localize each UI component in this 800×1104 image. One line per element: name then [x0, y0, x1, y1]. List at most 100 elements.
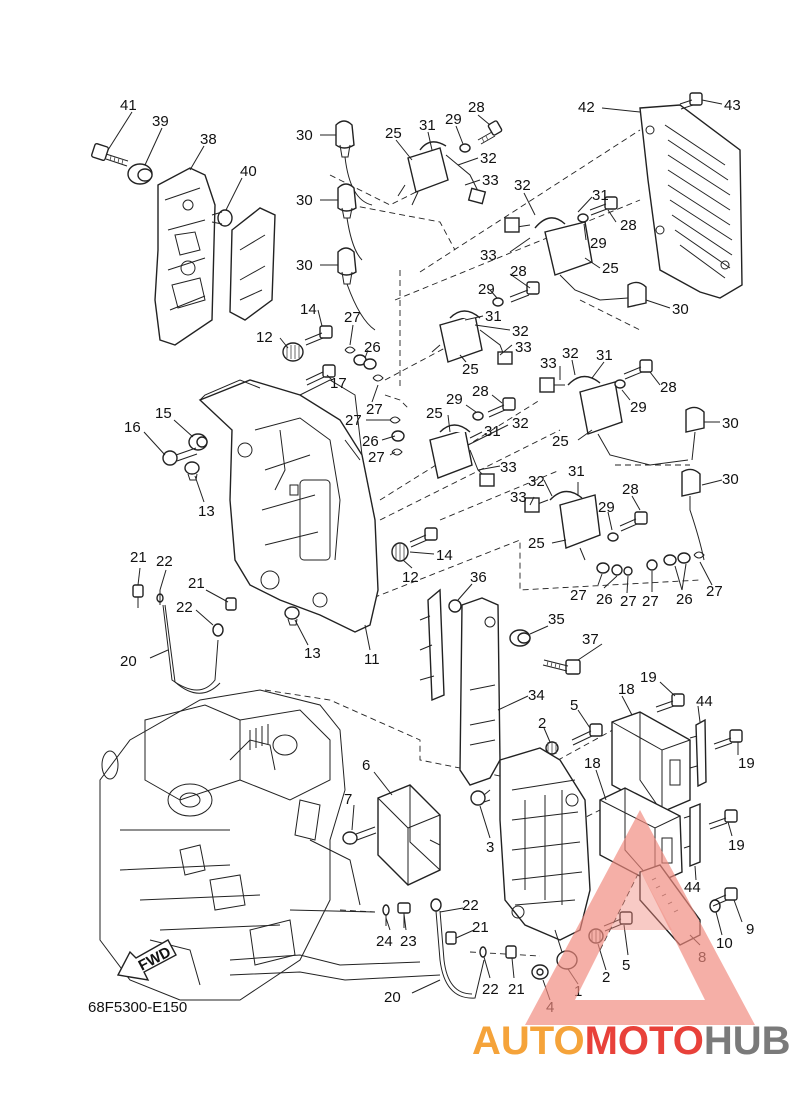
clamp-26b [391, 430, 405, 442]
washer-29e [472, 411, 484, 421]
bolt-14a [304, 325, 333, 346]
callout-33: 33 [510, 489, 527, 506]
callout-44: 44 [684, 879, 701, 896]
watermark-hub: HUB [704, 1019, 791, 1063]
callout-21: 21 [188, 575, 205, 592]
grommet-12b [391, 542, 409, 562]
callout-26: 26 [362, 433, 379, 450]
ground-lead-20b [430, 898, 517, 999]
grommet-13b [284, 606, 300, 626]
leader-lines [107, 99, 743, 1001]
callout-13: 13 [198, 503, 215, 520]
callout-25: 25 [426, 405, 443, 422]
callout-5: 5 [622, 957, 630, 974]
bolt-19c [708, 809, 738, 830]
callout-23: 23 [400, 933, 417, 950]
washer-29a [459, 143, 471, 153]
bracket-34 [459, 597, 501, 786]
bolt-19a [655, 693, 685, 713]
callout-18: 18 [618, 681, 635, 698]
clamp-row-26-27 [596, 551, 705, 576]
callout-22: 22 [156, 553, 173, 570]
callout-25: 25 [385, 125, 402, 142]
ecu-18a [611, 711, 691, 813]
callout-27: 27 [368, 449, 385, 466]
clip-24 [382, 904, 390, 926]
grommet-3 [470, 789, 491, 806]
collar-15 [188, 433, 208, 451]
callout-42: 42 [578, 99, 595, 116]
callout-28: 28 [660, 379, 677, 396]
fwd-arrow [116, 939, 177, 981]
callout-25: 25 [552, 433, 569, 450]
callout-12: 12 [402, 569, 419, 586]
callout-31: 31 [484, 423, 501, 440]
callout-10: 10 [716, 935, 733, 952]
callout-29: 29 [478, 281, 495, 298]
bracket-11 [198, 379, 379, 633]
callout-27: 27 [620, 593, 637, 610]
callout-33: 33 [480, 247, 497, 264]
ignition-coil-25a [397, 141, 487, 206]
callout-32: 32 [512, 323, 529, 340]
callout-22: 22 [176, 599, 193, 616]
watermark-triangle-icon [525, 810, 755, 1025]
nut-2a [545, 741, 559, 755]
bolt-19b [713, 729, 743, 750]
callout-28: 28 [620, 217, 637, 234]
callout-33: 33 [482, 172, 499, 189]
callout-9: 9 [746, 921, 754, 938]
callout-2: 2 [602, 969, 610, 986]
callout-37: 37 [582, 631, 599, 648]
bolt-9 [711, 887, 738, 907]
ignition-coil-25d [539, 375, 705, 466]
callout-43: 43 [724, 97, 741, 114]
callout-30: 30 [296, 127, 313, 144]
watermark-auto: AUTO [472, 1019, 585, 1063]
callout-30: 30 [296, 192, 313, 209]
grommet-39 [127, 163, 153, 185]
callout-31: 31 [596, 347, 613, 364]
callout-3: 3 [486, 839, 494, 856]
callout-17: 17 [330, 375, 347, 392]
callout-19: 19 [640, 669, 657, 686]
callout-26: 26 [596, 591, 613, 608]
callout-33: 33 [540, 355, 557, 372]
callout-36: 36 [470, 569, 487, 586]
module-6 [377, 784, 441, 886]
callout-22: 22 [482, 981, 499, 998]
callout-26: 26 [676, 591, 693, 608]
callout-33: 33 [515, 339, 532, 356]
callout-14: 14 [300, 301, 317, 318]
engine-block [99, 689, 441, 1001]
callout-31: 31 [419, 117, 436, 134]
bolt-43 [679, 92, 703, 110]
bolt-37 [542, 659, 581, 675]
callout-32: 32 [514, 177, 531, 194]
ignition-coil-25c [431, 310, 513, 365]
ignition-coil-25f [524, 490, 601, 561]
callout-44: 44 [696, 693, 713, 710]
callout-22: 22 [462, 897, 479, 914]
spark-plug-cap-30b [337, 183, 363, 261]
callout-31: 31 [592, 187, 609, 204]
bolt-28e [487, 397, 516, 418]
bolt-7 [342, 826, 377, 845]
callout-19: 19 [728, 837, 745, 854]
collar-40 [211, 207, 276, 321]
watermark-logo [525, 810, 755, 1025]
callout-21: 21 [472, 919, 489, 936]
bolt-23 [397, 902, 411, 928]
callout-32: 32 [480, 150, 497, 167]
callout-13: 13 [304, 645, 321, 662]
callout-27: 27 [344, 309, 361, 326]
callout-39: 39 [152, 113, 169, 130]
callout-20: 20 [120, 653, 137, 670]
bolt-41 [90, 142, 129, 167]
diagram-code: 68F5300-E150 [88, 999, 187, 1016]
callout-27: 27 [366, 401, 383, 418]
callout-31: 31 [485, 308, 502, 325]
callout-29: 29 [590, 235, 607, 252]
callout-16: 16 [124, 419, 141, 436]
